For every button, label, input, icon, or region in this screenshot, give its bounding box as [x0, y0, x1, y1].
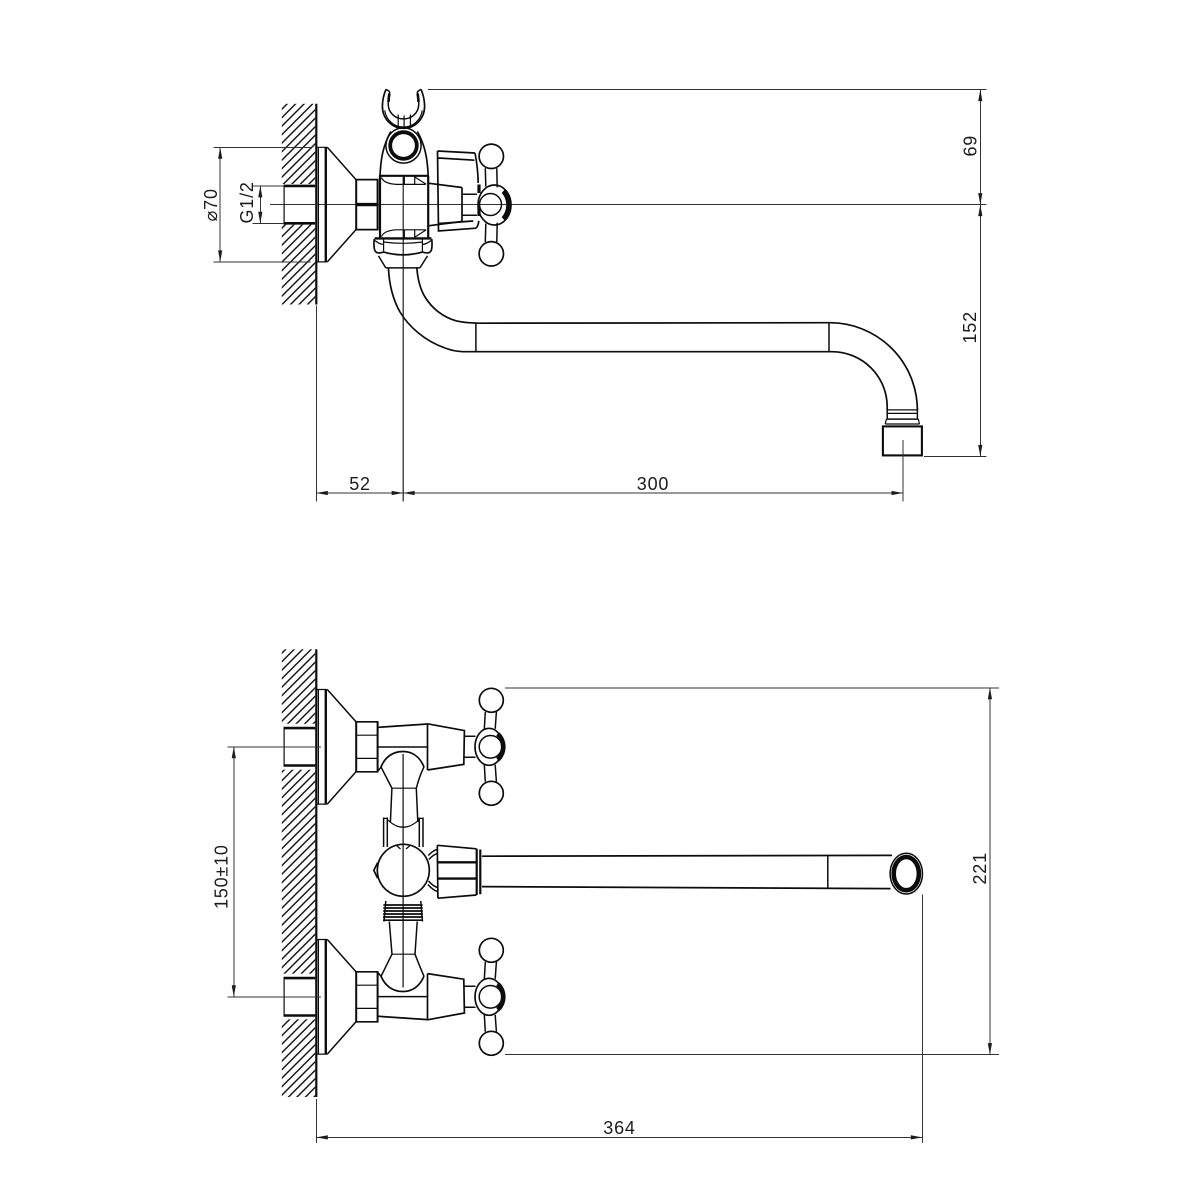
- svg-text:69: 69: [961, 135, 981, 157]
- svg-text:221: 221: [970, 852, 990, 884]
- svg-text:52: 52: [349, 474, 371, 494]
- svg-text:G1/2: G1/2: [237, 181, 257, 223]
- svg-text:⌀70: ⌀70: [201, 188, 221, 221]
- svg-text:150±10: 150±10: [211, 844, 231, 909]
- svg-text:300: 300: [637, 474, 669, 494]
- svg-text:364: 364: [603, 1118, 635, 1138]
- svg-text:152: 152: [960, 311, 980, 343]
